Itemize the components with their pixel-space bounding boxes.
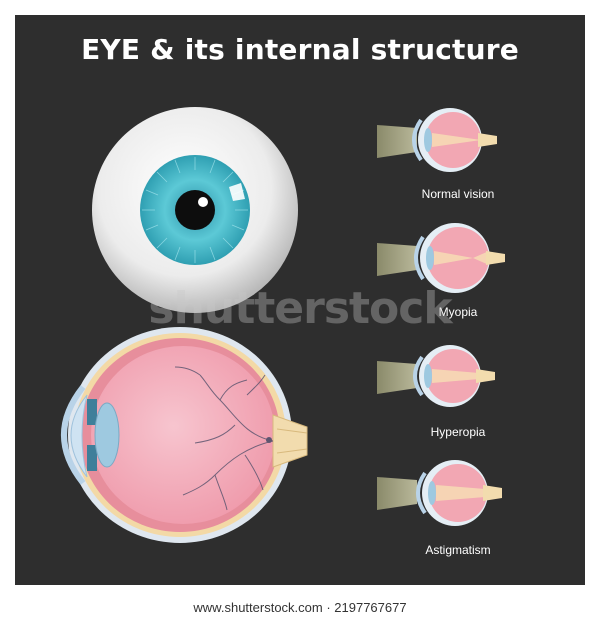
label-astigmatism: Astigmatism — [425, 543, 491, 557]
label-hyperopia: Hyperopia — [430, 425, 486, 439]
vision-diagram-astigmatism — [377, 460, 502, 526]
illustration-panel: EYE & its internal structure — [15, 15, 585, 585]
label-normal-vision: Normal vision — [421, 187, 495, 201]
vision-diagram-hyperopia — [377, 345, 495, 407]
footer-credit: www.shutterstock.com · 2197767677 — [193, 600, 407, 615]
eyeball-front-view — [92, 107, 298, 313]
eye-cross-section — [61, 327, 308, 543]
label-myopia: Myopia — [438, 305, 478, 319]
vision-diagram-normal — [377, 108, 497, 172]
vision-diagram-myopia — [377, 223, 505, 293]
watermark: shutterstock — [148, 283, 452, 334]
eye-illustration — [61, 107, 505, 543]
page-title: EYE & its internal structure — [81, 33, 519, 66]
